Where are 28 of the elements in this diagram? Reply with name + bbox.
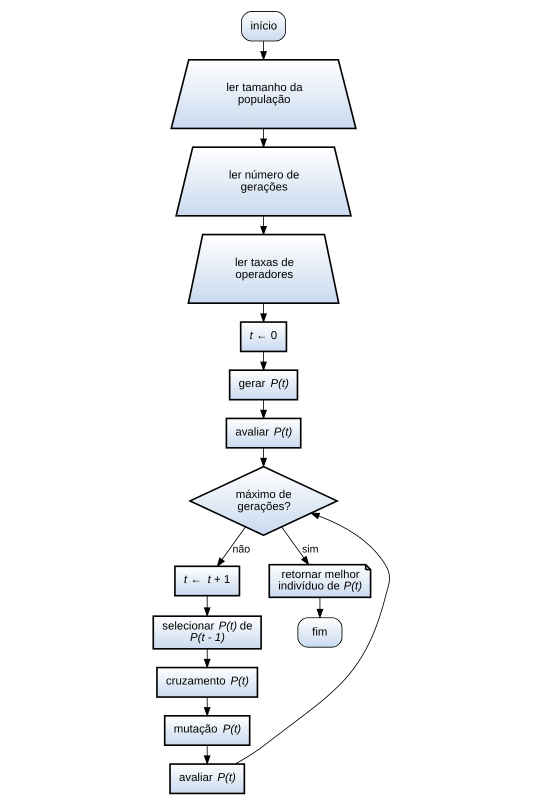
arrow	[260, 303, 267, 324]
arrow	[260, 128, 267, 148]
node-diamond: máximo de gerações?	[188, 466, 340, 536]
arrow	[281, 526, 310, 566]
node-box: t ← 0	[240, 321, 288, 352]
node-box: avaliar P(t)	[169, 763, 246, 794]
arrow	[260, 216, 267, 236]
arrow	[204, 696, 211, 717]
node-box: t ← t + 1	[174, 565, 240, 597]
edge-label: sim	[302, 544, 318, 556]
arrow	[234, 512, 390, 764]
node-box: avaliar P(t)	[226, 418, 302, 449]
arrow	[204, 744, 211, 766]
arrow	[204, 596, 211, 618]
node-box: mutação P(t)	[164, 715, 250, 746]
arrow	[260, 448, 267, 468]
edge-label: não	[232, 544, 250, 556]
node-box: selecionar P(t) de P(t - 1)	[152, 615, 262, 650]
node-box: gerar P(t)	[228, 369, 298, 400]
node-box: início	[241, 11, 286, 42]
arrow	[216, 526, 246, 568]
arrow	[260, 40, 267, 61]
arrow	[204, 648, 211, 669]
arrow	[260, 351, 267, 372]
arrow	[316, 597, 324, 619]
node-box: fim	[297, 617, 342, 648]
arrow	[260, 399, 267, 420]
node-box: cruzamento P(t)	[156, 666, 258, 698]
